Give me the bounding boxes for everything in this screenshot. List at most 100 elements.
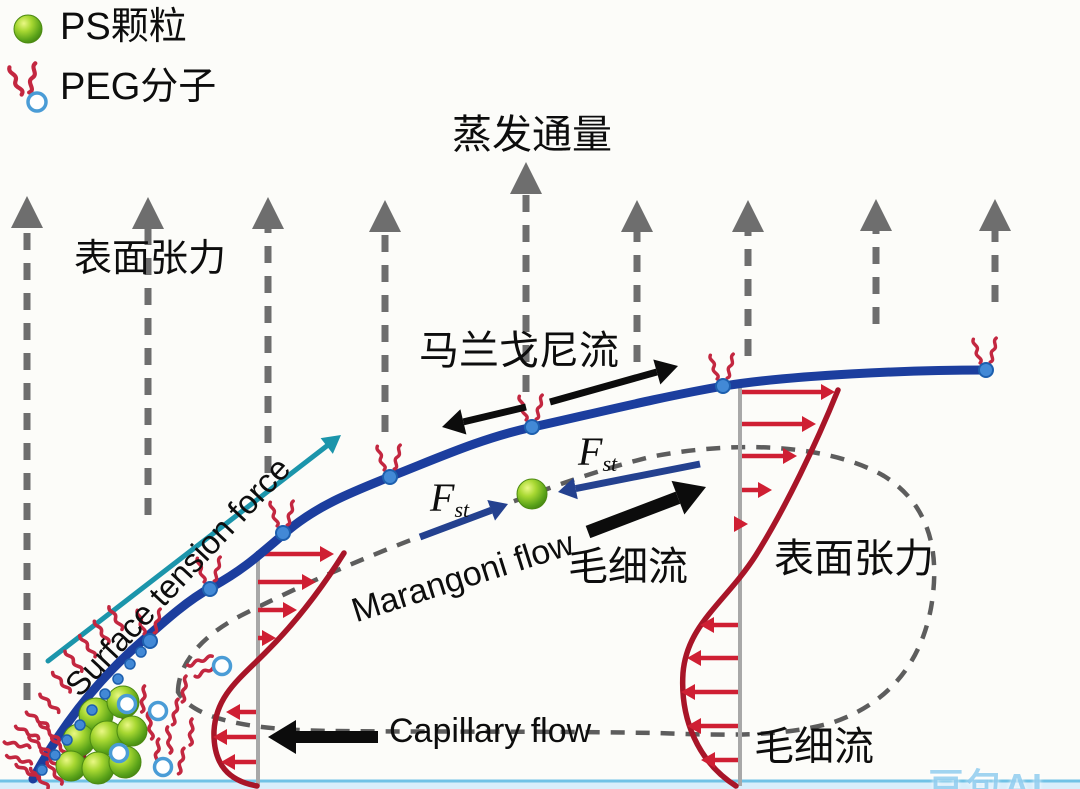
peg-squiggle-icon [175,746,188,776]
peg-squiggle-icon [8,66,24,95]
velocity-arrow-head [283,602,297,618]
velocity-arrow-head [226,704,240,720]
capillary-arrow-up-shaft [585,491,681,539]
fst-symbol: F [430,475,455,520]
evaporation-arrow-head [860,199,892,231]
fst-arrow-left-shaft [418,507,493,541]
surface-dot [715,378,731,394]
peg-squiggle-icon [2,738,32,751]
label-capillary-flow-zh-center: 毛细流 [568,545,688,589]
fst-subscript: st [454,497,470,522]
evaporation-arrow-head [369,200,401,232]
surface-dot [99,688,111,700]
velocity-arrow-head [821,384,835,400]
label-surface-tension-top: 表面张力 [74,238,227,280]
peg-head-circle [211,655,233,677]
velocity-profile-curve-right [679,387,841,789]
surface-tension-force-vectors [418,460,701,541]
label-fst-left: Fst [430,474,469,523]
evaporation-arrow-head [252,197,284,229]
marangoni-arrow-right-head [653,359,678,385]
surface-dot [275,525,291,541]
circulation-loop-path [175,444,937,737]
evaporation-arrow-head [510,162,542,194]
peg-head-circle [152,756,174,778]
surface-dot [86,704,98,716]
peg-squiggle-icon [164,725,174,755]
label-marangoni-flow-zh: 马兰戈尼流 [419,329,619,373]
peg-squiggle-icon [391,443,404,472]
peg-squiggle-icon [179,674,190,704]
velocity-arrow-head [687,650,701,666]
fst-arrow-right-head [558,477,578,500]
surface-dot [382,469,398,485]
fst-symbol: F [578,429,603,474]
velocity-arrow-head [734,516,748,532]
velocity-arrow-head [302,574,316,590]
evaporation-arrow-head [732,200,764,232]
velocity-arrow-head [802,416,816,432]
velocity-arrow-head [758,482,772,498]
surface-dot [74,719,86,731]
peg-squiggle-icon [23,708,51,730]
ps-particle [116,715,148,747]
evaporation-arrow-head [132,197,164,229]
label-fst-right: Fst [578,428,617,477]
flow-arrows [268,359,706,754]
velocity-arrow-head [262,630,276,646]
legend-ps-label: PS颗粒 [60,6,187,48]
marangoni-arrow-left-head [442,409,467,435]
watermark: 豆包AI生成 [928,766,1045,789]
surface-dot [978,362,994,378]
velocity-arrow-head [687,718,701,734]
legend-icons [8,14,48,113]
peg-squiggle-icon [267,500,281,529]
surface-dot [142,633,158,649]
surface-dot [135,646,147,658]
surface-dot [36,764,48,776]
peg-squiggle-icon [970,337,984,366]
peg-head-circle [116,693,138,715]
velocity-arrow-head [320,546,334,562]
peg-squiggle-icon [724,352,737,381]
peg-squiggle-icon [187,717,196,747]
label-surface-tension-right: 表面张力 [774,537,934,581]
capillary-arrow-up-head [671,480,706,515]
velocity-arrow-head [701,752,715,768]
particles-and-molecules [2,336,1000,789]
label-evaporation-flux: 蒸发通量 [452,113,612,157]
fst-arrow-left-head [487,500,508,521]
circulation-dashed-loop [175,444,937,737]
peg-squiggle-icon [533,393,546,422]
substrate [0,779,1080,789]
peg-squiggle-icon [138,684,149,714]
surface-dot [202,581,218,597]
legend-ps-icon [13,14,43,44]
peg-squiggle-icon [374,444,388,473]
peg-squiggle-icon [169,697,182,727]
peg-squiggle-icon [28,63,38,93]
marangoni-arrow-right-shaft [549,368,658,406]
evaporation-arrow-head [11,196,43,228]
surface-tension-arrow-head [320,435,341,454]
peg-head-circle [147,700,169,722]
ps-particle [81,751,115,785]
surface-dot [524,419,540,435]
evaporation-arrows [11,162,1011,700]
surface-dot [49,749,61,761]
fst-subscript: st [602,451,618,476]
label-capillary-flow-en: Capillary flow [389,712,592,750]
velocity-arrow-head [700,617,714,633]
legend-peg-label: PEG分子 [60,66,217,108]
evaporation-arrow-head [979,199,1011,231]
peg-squiggle-icon [987,336,1000,365]
ps-particle-center [516,478,548,510]
surface-dot [124,658,136,670]
velocity-arrow-head [213,729,227,745]
label-capillary-flow-zh-bottom: 毛细流 [754,725,874,769]
peg-head-circle [108,742,130,764]
surface-dot [61,734,73,746]
legend-peg-icon [26,91,48,113]
